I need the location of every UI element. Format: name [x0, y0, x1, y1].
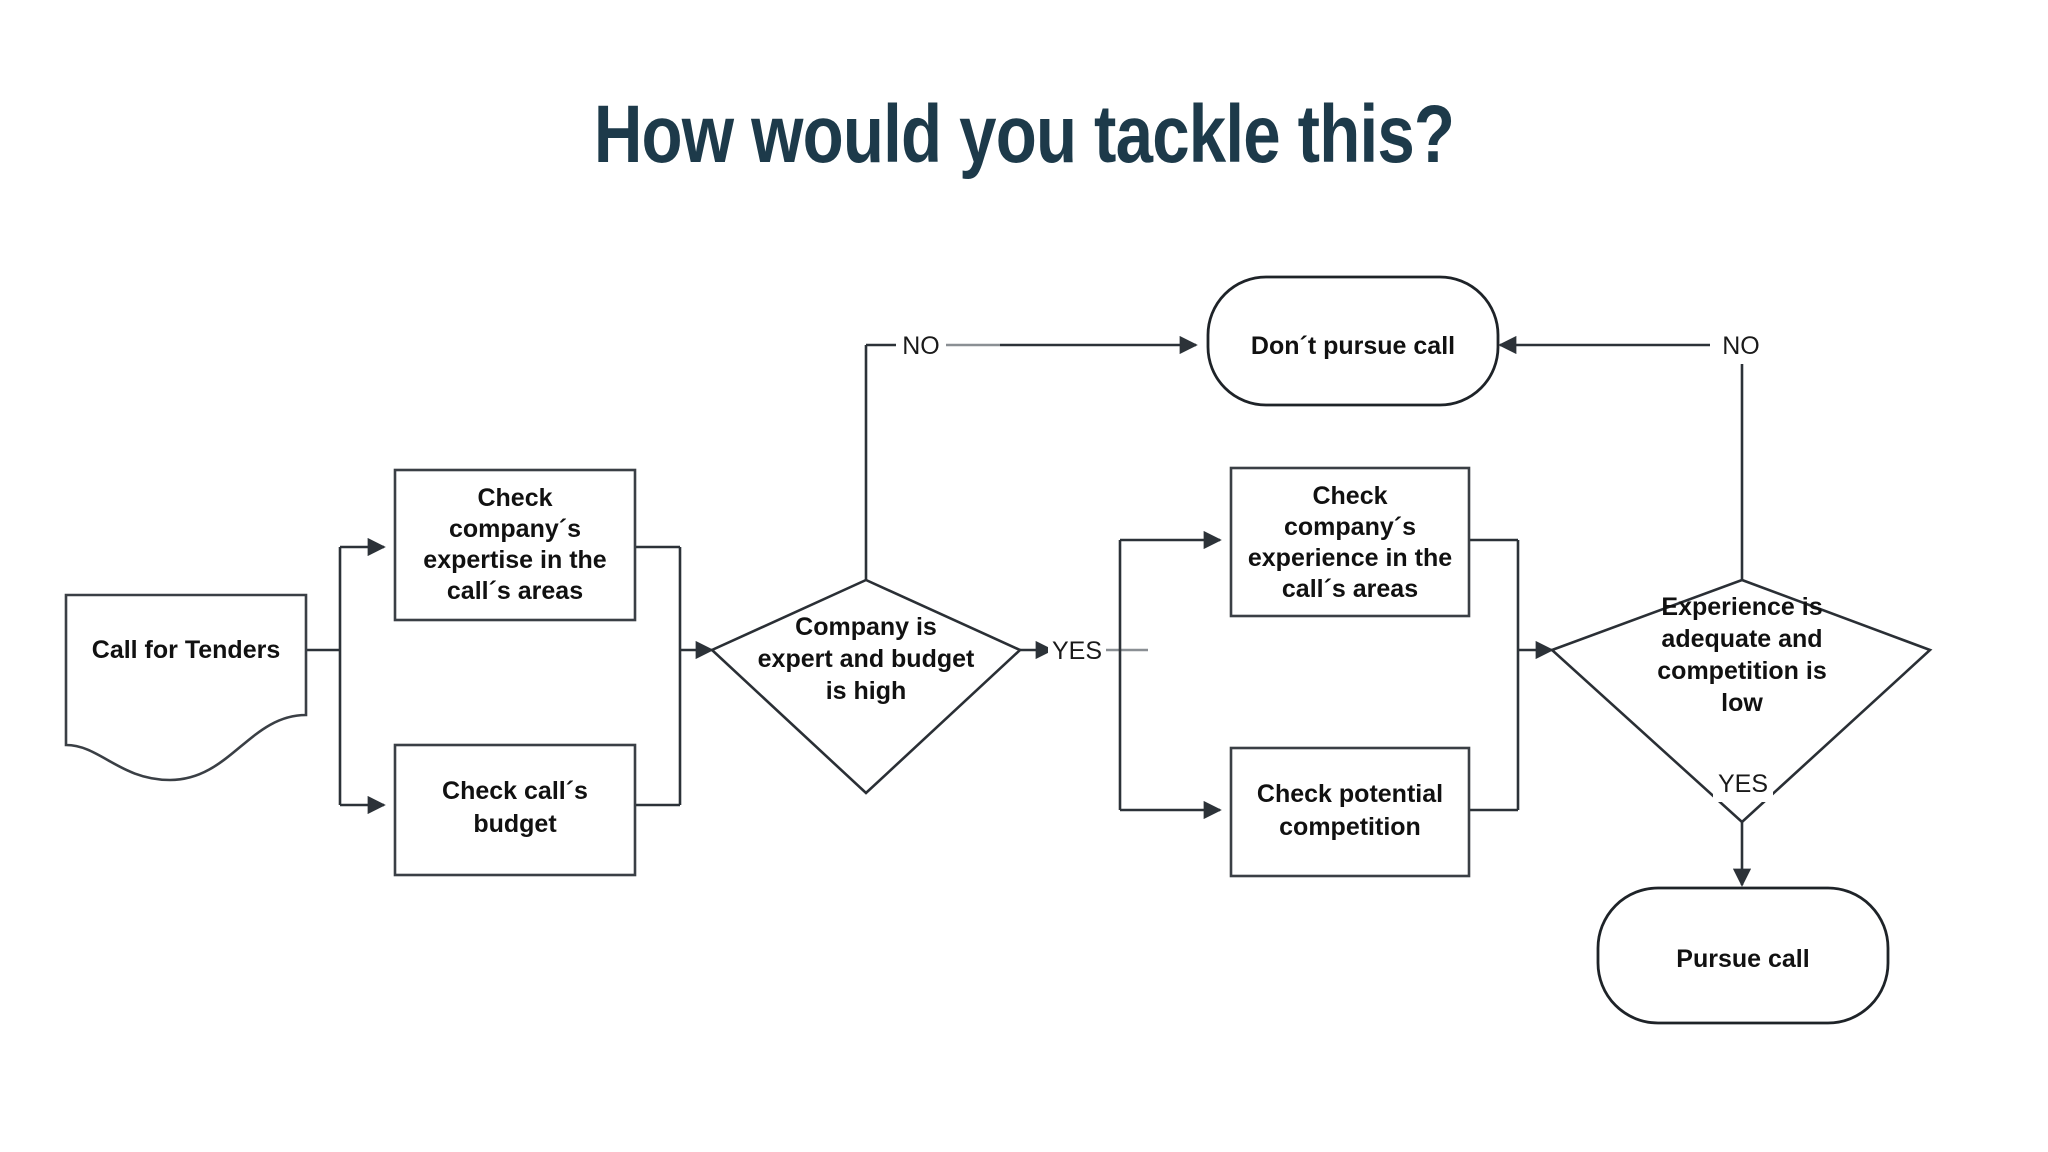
node-label-dont-pursue-call: Don´t pursue call — [1251, 332, 1455, 360]
node-label-check-competition-line2: competition — [1279, 813, 1421, 841]
node-call-for-tenders[interactable]: Call for Tenders — [64, 593, 308, 782]
node-label-check-experience-line4: call´s areas — [1282, 575, 1418, 603]
edge-no-right — [1498, 335, 1744, 580]
page-title: How would you tackle this? — [593, 89, 1455, 180]
edge-label-no-right-group: NO — [1714, 326, 1768, 364]
node-label-check-competition-line1: Check potential — [1257, 780, 1443, 808]
edge-label-no-right: NO — [1722, 332, 1760, 360]
node-label-decision-exp-comp-line3: competition is — [1657, 657, 1826, 685]
edge-label-yes-middle-group: YES — [1048, 631, 1106, 669]
node-label-decision-exp-comp-line4: low — [1721, 689, 1763, 717]
node-label-pursue-call: Pursue call — [1676, 945, 1809, 973]
node-dont-pursue-call[interactable]: Don´t pursue call — [1206, 275, 1500, 407]
node-label-check-budget-line2: budget — [473, 810, 557, 838]
edge-yes-middle-split — [1020, 530, 1222, 820]
edge-label-yes-bottom: YES — [1718, 770, 1768, 798]
node-label-check-experience-line1: Check — [1312, 482, 1387, 510]
edge-left-merge-to-decision1 — [636, 545, 714, 807]
node-check-expertise[interactable]: Check company´s expertise in the call´s … — [393, 468, 637, 622]
node-label-check-expertise-line1: Check — [477, 484, 552, 512]
node-check-competition[interactable]: Check potential competition — [1229, 746, 1471, 878]
edge-label-no-left: NO — [902, 332, 940, 360]
node-label-decision-exp-comp-line1: Experience is — [1661, 593, 1822, 621]
node-check-budget[interactable]: Check call´s budget — [393, 743, 637, 877]
edge-label-no-left-group: NO — [896, 326, 946, 364]
edge-tenders-split — [306, 537, 386, 815]
node-label-check-experience-line3: experience in the — [1248, 544, 1452, 572]
edge-label-yes-middle: YES — [1052, 637, 1102, 665]
node-label-check-expertise-line2: company´s — [449, 515, 581, 543]
edge-label-yes-bottom-group: YES — [1713, 764, 1773, 802]
node-label-check-expertise-line4: call´s areas — [447, 577, 583, 605]
node-label-decision-exp-comp-line2: adequate and — [1661, 625, 1822, 653]
node-decision-expert-budget[interactable]: Company is expert and budget is high — [709, 578, 1023, 795]
node-pursue-call[interactable]: Pursue call — [1596, 886, 1890, 1025]
node-label-decision-expert-budget-line3: is high — [826, 677, 907, 705]
node-label-decision-expert-budget-line2: expert and budget — [758, 645, 975, 673]
flowchart: Call for Tenders Check company´s experti… — [0, 210, 2048, 1040]
edge-no-left — [864, 335, 1198, 580]
node-label-check-budget-line1: Check call´s — [442, 777, 588, 805]
node-check-experience[interactable]: Check company´s experience in the call´s… — [1229, 466, 1471, 618]
flowchart-svg: Call for Tenders Check company´s experti… — [64, 275, 1933, 1025]
node-label-call-for-tenders: Call for Tenders — [92, 636, 280, 664]
node-label-decision-expert-budget-line1: Company is — [795, 613, 937, 641]
node-label-check-expertise-line3: expertise in the — [423, 546, 606, 574]
node-label-check-experience-line2: company´s — [1284, 513, 1416, 541]
edge-right-merge-to-decision2 — [1470, 538, 1554, 812]
node-decision-experience-competition[interactable]: Experience is adequate and competition i… — [1549, 578, 1933, 824]
